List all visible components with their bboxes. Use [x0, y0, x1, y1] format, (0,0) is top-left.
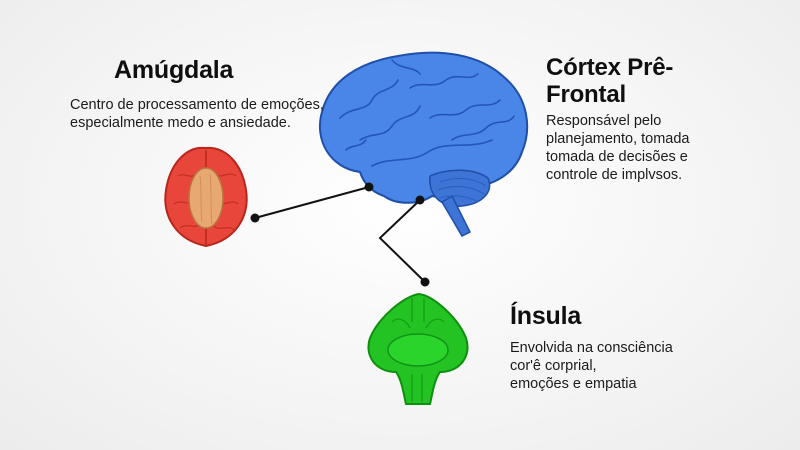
prefrontal-cortex-description: Responsável pelo planejamento, tomada to… [546, 112, 690, 184]
prefrontal-cortex-title-line: Córtex Prê- [546, 54, 674, 81]
amygdala-description: Centro de processamento de emoções, espe… [70, 96, 324, 132]
amygdala-icon [164, 146, 248, 248]
connector-amygdala [250, 182, 374, 223]
amygdala-description-line: especialmente medo e ansiedade. [70, 115, 291, 131]
prefrontal-cortex-description-line: tomada de decisões e [546, 149, 688, 165]
prefrontal-cortex-description-line: controle de implvsos. [546, 167, 683, 183]
insula-icon [367, 292, 469, 405]
connector-insula [378, 195, 430, 287]
amygdala-description-line: Centro de processamento de emoções, [70, 97, 324, 113]
prefrontal-cortex-title: Córtex Prê- Frontal [546, 54, 746, 108]
prefrontal-cortex-description-line: planejamento, tomada [546, 131, 690, 147]
insula-title: Ínsula [510, 302, 582, 330]
prefrontal-cortex-title-line: Frontal [546, 81, 626, 108]
insula-description-line: emoções e empatia [510, 376, 637, 392]
brain-icon [319, 51, 529, 237]
insula-description-line: cor'ê corprial, [510, 358, 597, 374]
insula-description: Envolvida na consciência cor'ê corprial,… [510, 339, 673, 393]
amygdala-title: Amúgdala [114, 56, 234, 84]
insula-description-line: Envolvida na consciência [510, 340, 673, 356]
prefrontal-cortex-description-line: Responsável pelo [546, 113, 662, 129]
